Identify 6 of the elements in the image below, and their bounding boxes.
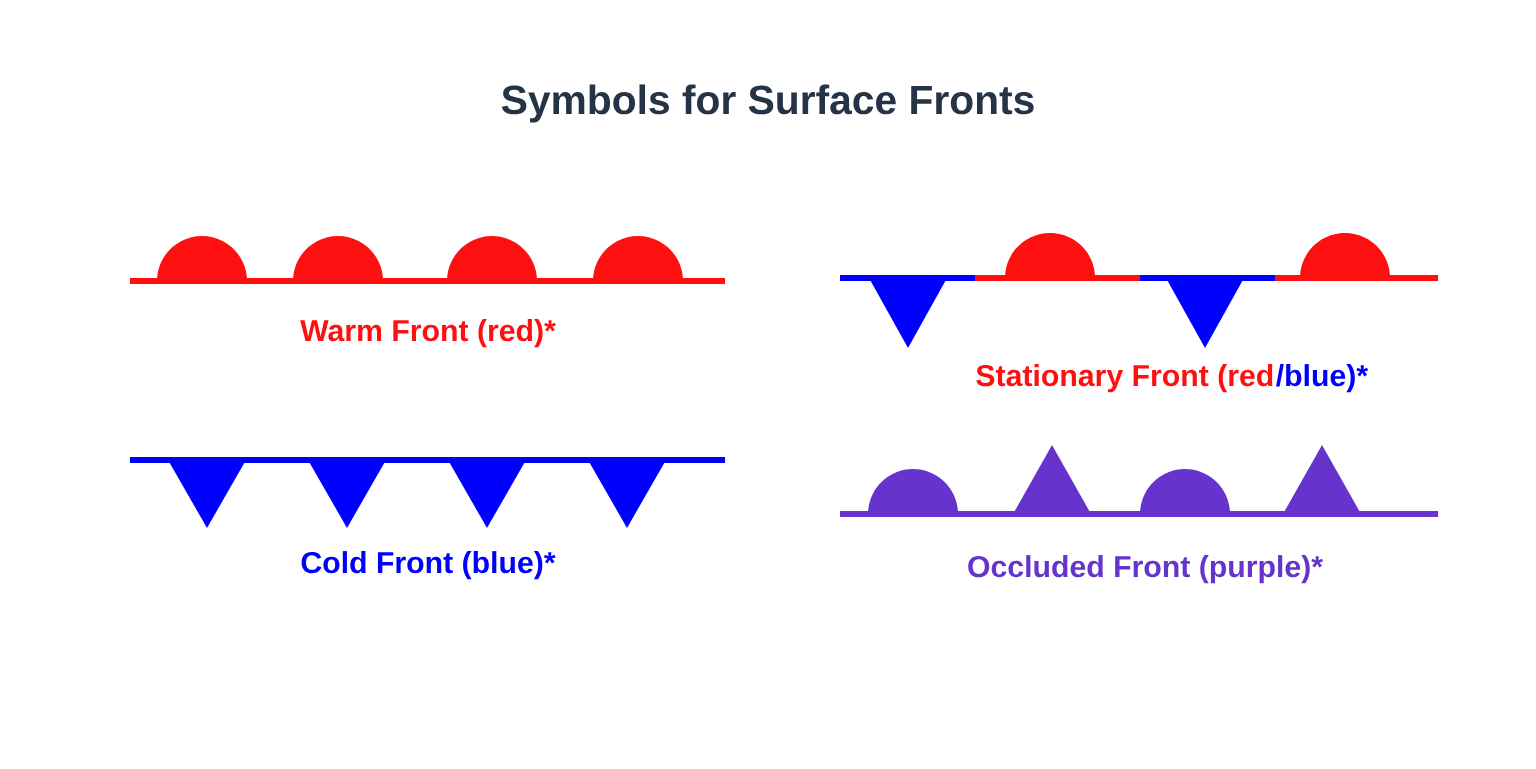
caption: Stationary Front (red bbox=[976, 364, 1273, 393]
caption: Cold Front (blue)* bbox=[301, 551, 556, 580]
title: Symbols for Surface Fronts bbox=[501, 84, 1034, 123]
caption: Occluded Front (purple)* bbox=[968, 555, 1323, 584]
caption: /blue)* bbox=[1276, 364, 1369, 393]
caption: Warm Front (red)* bbox=[300, 319, 556, 348]
